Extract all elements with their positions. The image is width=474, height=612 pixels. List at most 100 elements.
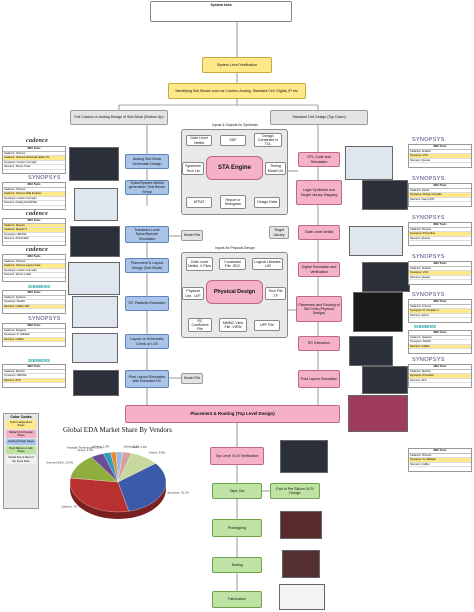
testing-box: Testing [212,557,262,573]
tools-table-header: EDA Tools [3,219,65,224]
pie-slice-label: Siemens EDA, 13.5% [46,461,73,465]
tool-row: Siemens: Calibre [409,463,471,468]
pd-tech-file-label: Tech File .TF [268,289,283,298]
identify-sub-blocks-box: Identifying Sub Blocks such as Custom, A… [168,83,306,99]
tools-table-8: EDA Tools Cadence: Xcelium Synopsys: VCS… [408,144,472,168]
synopsys-logo-3: SYNOPSYS [412,137,445,143]
simulation-screenshot [70,226,120,257]
synopsys-logo-1: SYNOPSYS [28,175,61,181]
std-cell-label: Standard Cell Design (Top Down) [292,115,346,120]
pie-slice-label: Ansys, 4.4% [78,448,94,452]
pd-phys-lib-label: Physical Libr. .LEF [185,289,201,298]
right-step-3: Gate Level Netlist [298,225,340,240]
prototype-photo [280,511,322,539]
testing-photo [282,550,320,578]
sta-engine-box: STA Engine [206,156,263,180]
tool-row: Siemens: Aprisa [409,314,471,319]
syn-design-data: Design Data [254,197,280,208]
syn-sdf: SDF [220,135,246,146]
synopsys-logo-5: SYNOPSYS [412,215,445,221]
pd-upf: UPF File [254,320,280,331]
left-step-1: Analog Sub Block Schematic Design [125,154,169,169]
tools-table-12: EDA Tools Cadence: Innovus Synopsys: IC … [408,299,472,323]
tool-row: Synopsys: Custom Compiler [3,197,65,202]
pd-rc-coef-label: RC Coefficient File [191,318,209,332]
tool-row: Siemens: AFS [409,379,471,384]
legend-item-post-silicon: Post Silicon or Fab Steps [6,445,36,455]
legend-title: Color Codes [10,415,32,419]
tool-row: Cadence: Virtuoso [3,152,65,157]
synopsys-logo-7: SYNOPSYS [412,292,445,298]
tool-row: Siemens: Tanner L-Edit [3,273,65,278]
tools-table-header: EDA Tools [409,184,471,189]
pie-slice-label: Others, 9.8% [149,450,166,454]
tool-row: Cadence: Virtuoso Layout Suite [3,264,65,269]
tool-row: Siemens: Oasys-RTL [409,198,471,203]
top-vlsi-verification-box: Top Level VLSI Verification [210,447,264,465]
left-step-6: Layout vs Schematic Check or LVS [125,334,169,349]
syn-atpg: ATPAT [186,197,212,208]
tool-row: Synopsys: Custom Compiler [3,161,65,166]
layout-screenshot [68,262,120,295]
physical-panel-title: Inputs for Physical Design [215,246,255,250]
legend-item-model-file: Model File & Rest of the Input Files [6,455,36,464]
tool-row: Cadence: Quantus [3,296,65,301]
pd-gate-netlist-label: Gate Level Netlist .V Files [188,259,211,268]
tool-row: Siemens: Calibre [409,344,471,350]
tool-row: Siemens: Questa [409,159,471,164]
system-idea-label: System Idea [210,3,232,7]
tools-table-5: EDA Tools Cadence: Quantus Synopsys: Sta… [2,290,66,314]
tool-row: Cadence: Spectre [3,223,65,229]
pd-mmmc-label: MMMC View File .VIEW [222,320,244,329]
rc-extraction-screenshot [349,336,393,366]
tools-table-header: EDA Tools [409,300,471,305]
syn-constraint-tcl: Design Constraint in TCL [254,133,282,147]
syn-sdf-label: SDF [229,138,237,143]
left-step-4: Placement & Layout Design (Sub Block) [125,258,169,273]
tool-row: Siemens: Tanner Tools [3,165,65,170]
syn-constraint-label: Design Constraint in TCL [257,133,279,147]
synopsys-logo-8: SYNOPSYS [412,357,445,363]
tool-row: Synopsys: PrimeTime [409,232,471,237]
syn-tech-lib-label: Synthesis Tech Lib [185,164,201,173]
tapeout-label: Tape-Out [229,488,245,493]
model-file-2-label: Model File [183,376,201,381]
color-codes-legend: Color Codes Tech Independent Steps Digit… [3,413,39,509]
left-step-2-label: Spice/Spectre Netlist generation, Test B… [128,181,166,194]
system-verification-label: System Level Verification [216,62,258,67]
post-layout-screenshot [73,370,119,396]
physical-design-label: Physical Design [213,288,256,295]
physical-design-box: Physical Design [206,280,263,304]
tool-row: Cadence: Pegasus [3,329,65,334]
pie-slice [117,463,167,512]
tool-row: Synopsys: Custom Compiler [3,269,65,274]
model-file-2: Model File [181,373,203,384]
pd-constraint: Constraint File .SDC [219,258,246,270]
left-step-6-label: Layout vs Schematic Check or LVS [130,337,164,346]
right-step-7: Post Layout Simulation [298,370,340,388]
model-file-1-label: Model File [183,233,201,238]
full-custom-label: Full Custom or Analog Design of Sub Bloc… [74,115,164,120]
top-vlsi-verification-label: Top Level VLSI Verification [215,453,259,458]
syn-gate-netlist-label: Gate Level Netlist [190,136,208,145]
tool-row: Siemens: Questa [409,276,471,281]
end-pre-silicon-label: End of Pre Silicon VLSI Design [276,486,314,495]
post-layout-sim-screenshot [362,366,408,394]
left-step-7-label: Post Layout Simulation with Extracted RC [128,374,166,383]
tool-row: Cadence: Tempus [409,228,471,233]
tool-row: Synopsys: IC Compiler II [409,309,471,314]
tools-table-11: EDA Tools Cadence: Xcelium Synopsys: VCS… [408,261,472,285]
tools-table-header: EDA Tools [3,147,65,152]
tools-table-header: EDA Tools [409,331,471,336]
tool-row: Cadence: Innovus [409,305,471,310]
pnr-screenshot [353,292,403,332]
pd-tech-file: Tech File .TF [265,287,286,300]
syn-gate-netlist: Gate Level Netlist [186,135,212,146]
left-step-7: Post Layout Simulation with Extracted RC [125,370,169,388]
tools-table-header: EDA Tools [409,365,471,370]
syn-report: Report or Histogram [220,195,246,209]
tools-table-6: EDA Tools Cadence: Pegasus Synopsys: IC … [2,323,66,347]
pd-logical-lib-label: Logical Libraries .LIB [254,259,281,268]
sta-engine-label: STA Engine [218,164,251,171]
netlist-gate-screenshot [349,226,403,256]
